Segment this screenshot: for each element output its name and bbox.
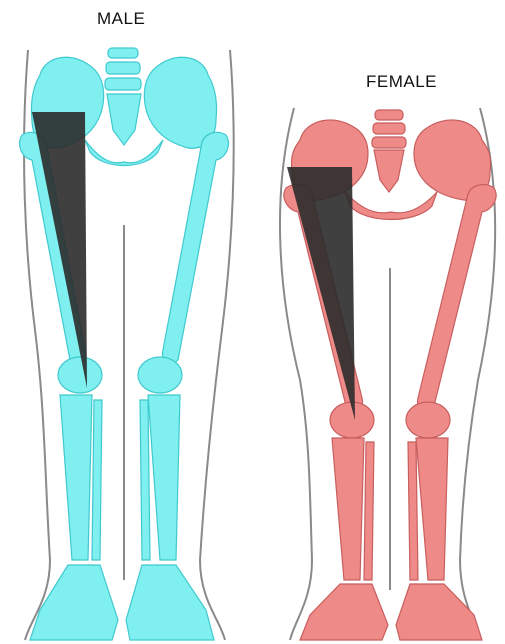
female-label: FEMALE <box>366 72 437 92</box>
male-label: MALE <box>97 9 145 29</box>
female-feet <box>300 584 482 640</box>
female-figure <box>280 108 496 640</box>
male-lower-legs <box>60 395 180 560</box>
female-spine <box>372 110 406 192</box>
male-feet <box>30 565 214 640</box>
male-figure <box>20 48 234 640</box>
male-knees <box>58 357 182 393</box>
male-spine <box>105 48 141 145</box>
